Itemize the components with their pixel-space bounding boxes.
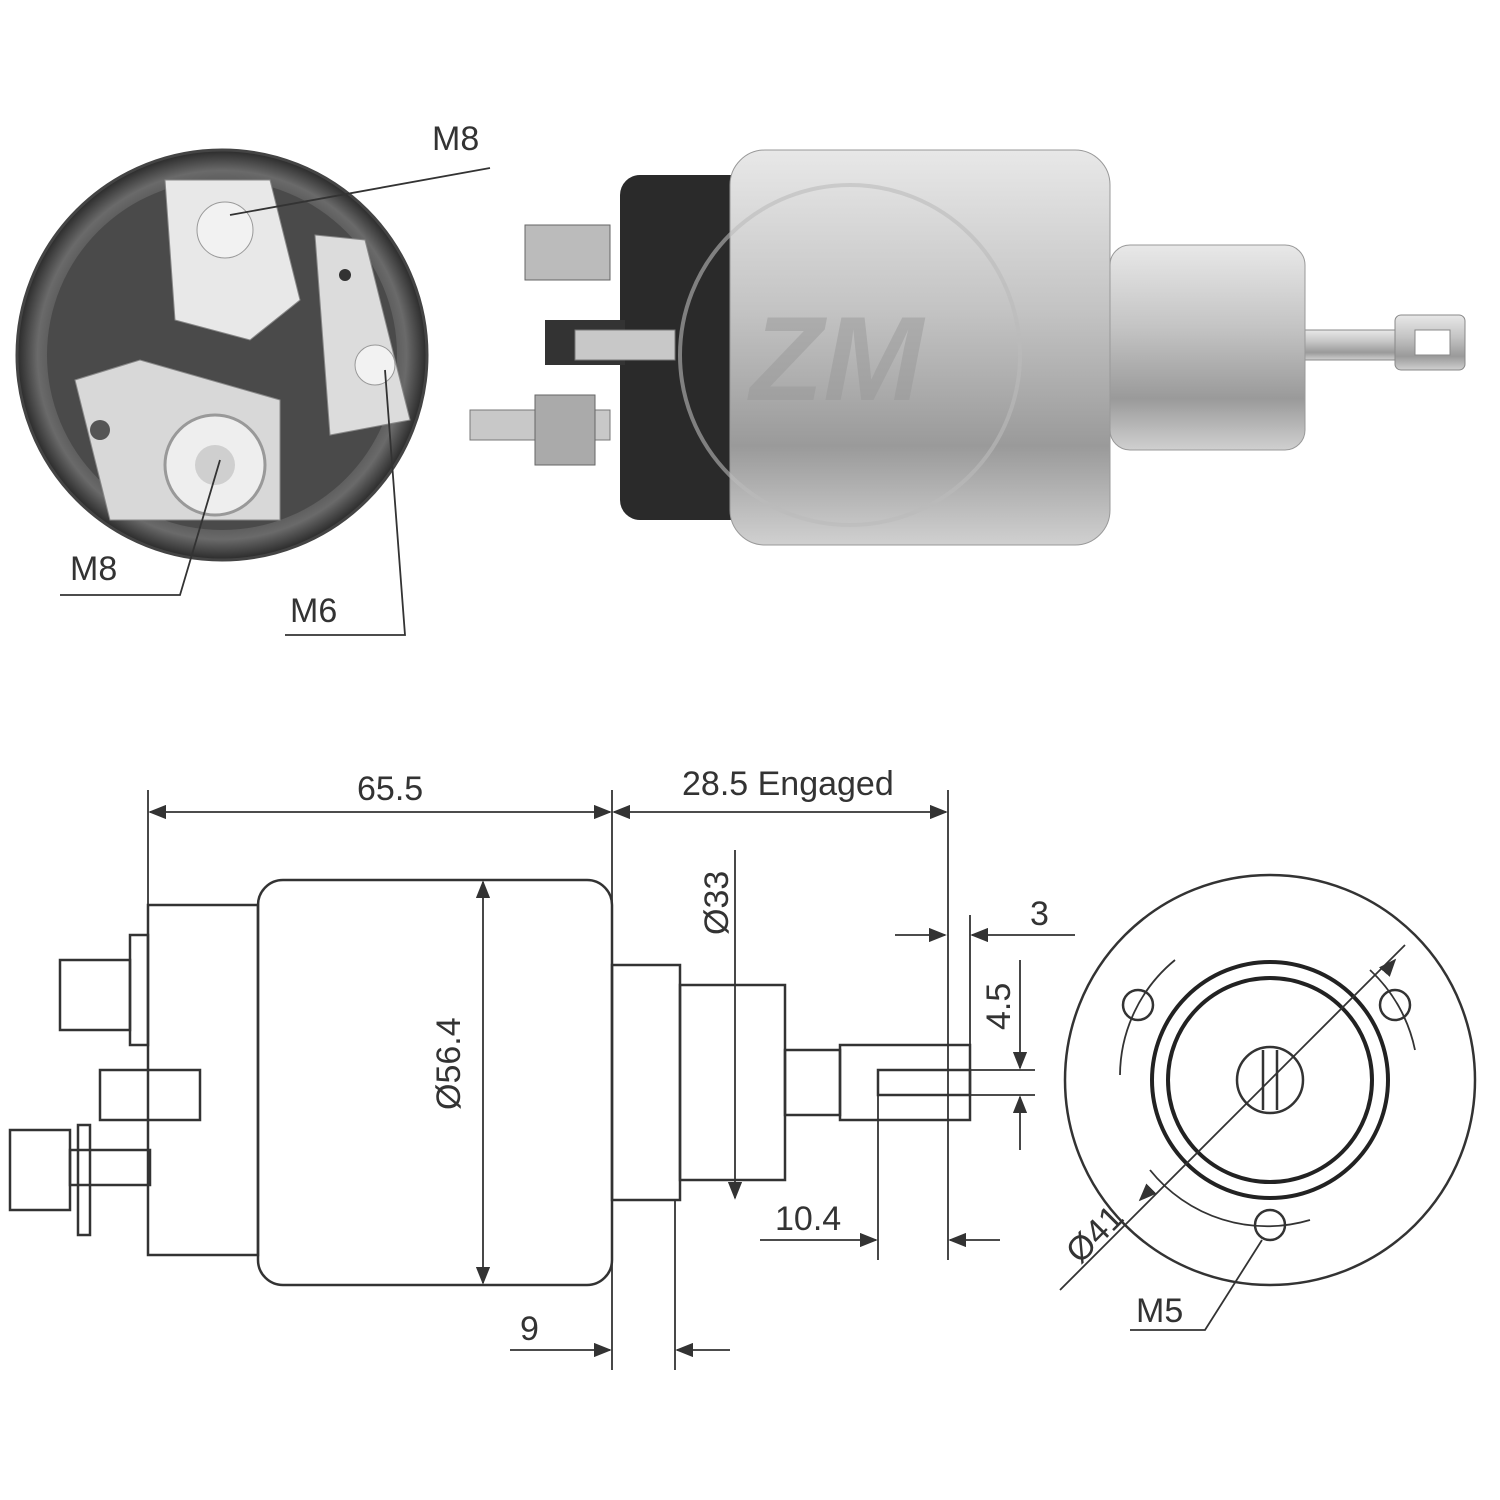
dim-body-length: 65.5 [357, 770, 423, 808]
dim-mount-thread: M5 [1136, 1292, 1183, 1330]
leader-m8-top [229, 167, 491, 216]
dim-nose-length: 9 [520, 1310, 539, 1348]
label-m8-top: M8 [432, 120, 479, 158]
watermark-logo: ZM [747, 292, 926, 426]
dim-eye-height: 4.5 [980, 983, 1018, 1030]
side-drawing [8, 878, 972, 1287]
dim-stroke: 28.5 Engaged [682, 765, 894, 803]
dim-body-diameter: Ø56.4 [430, 1017, 468, 1110]
label-m6: M6 [290, 592, 337, 630]
leader-m6 [285, 369, 406, 636]
dim-slot-width: 3 [1030, 895, 1049, 933]
dimension-lines [147, 790, 1075, 1370]
end-view-photo [15, 148, 429, 562]
side-view-photo: ZM [469, 149, 1466, 546]
leader-m8-bottom [60, 459, 221, 596]
dim-nose-diameter: Ø33 [698, 871, 736, 935]
label-m8-bottom: M8 [70, 550, 117, 588]
dim-eye-length: 10.4 [775, 1200, 841, 1238]
dim-bolt-circle: Ø41 [1059, 1198, 1131, 1270]
end-drawing [1059, 873, 1477, 1331]
